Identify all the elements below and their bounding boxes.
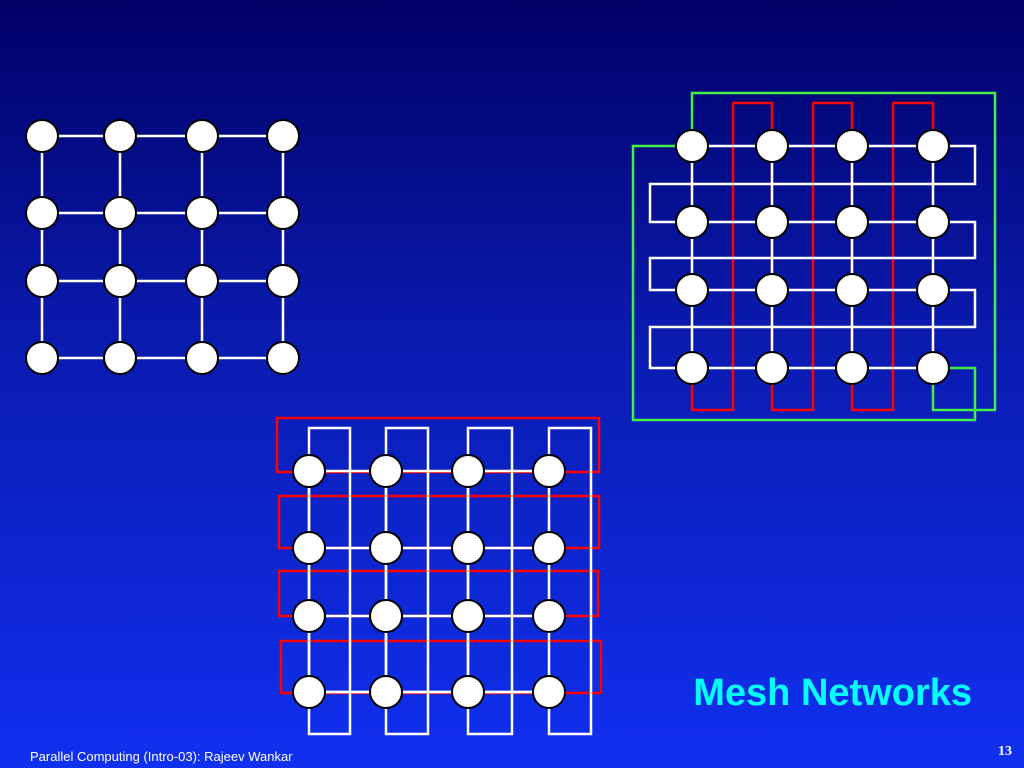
- plain-mesh-nodes: [25, 119, 300, 375]
- mesh-node: [916, 205, 950, 239]
- mesh-node: [185, 119, 219, 153]
- mesh-node: [675, 205, 709, 239]
- plain-mesh-diagram: [25, 119, 300, 375]
- mesh-node: [835, 129, 869, 163]
- page-number: 13: [998, 744, 1012, 759]
- mesh-node: [835, 273, 869, 307]
- mesh-node: [185, 196, 219, 230]
- mesh-node: [25, 196, 59, 230]
- mesh-node: [675, 273, 709, 307]
- slide-title: Mesh Networks: [693, 672, 972, 714]
- mesh-node: [835, 205, 869, 239]
- mesh-node: [916, 273, 950, 307]
- mesh-node: [916, 129, 950, 163]
- plain-mesh-edges: [40, 134, 285, 360]
- mesh-node: [675, 351, 709, 385]
- white-serpentine-path: [648, 144, 977, 370]
- mesh-node: [25, 341, 59, 375]
- bottom-mesh-diagram: [275, 416, 603, 736]
- mesh-node: [532, 531, 566, 565]
- bottom-horizontal-edges: [309, 469, 549, 694]
- mesh-node: [103, 119, 137, 153]
- mesh-node: [532, 599, 566, 633]
- mesh-node: [292, 599, 326, 633]
- mesh-node: [755, 273, 789, 307]
- mesh-node: [25, 264, 59, 298]
- mesh-node: [675, 129, 709, 163]
- mesh-node: [755, 351, 789, 385]
- mesh-node: [369, 599, 403, 633]
- mesh-node: [266, 264, 300, 298]
- mesh-node: [185, 264, 219, 298]
- mesh-node: [451, 599, 485, 633]
- top-right-mesh-diagram: [631, 91, 997, 422]
- mesh-node: [916, 351, 950, 385]
- mesh-node: [103, 264, 137, 298]
- mesh-node: [451, 454, 485, 488]
- mesh-node: [369, 454, 403, 488]
- mesh-node: [532, 454, 566, 488]
- mesh-node: [755, 205, 789, 239]
- red-serpentine-path: [690, 101, 935, 412]
- bottom-vertical-edges: [307, 471, 551, 692]
- mesh-node: [103, 341, 137, 375]
- footer-text: Parallel Computing (Intro-03): Rajeev Wa…: [30, 749, 293, 764]
- mesh-node: [266, 341, 300, 375]
- mesh-node: [25, 119, 59, 153]
- mesh-node: [292, 675, 326, 709]
- mesh-node: [292, 531, 326, 565]
- mesh-node: [103, 196, 137, 230]
- mesh-node: [266, 196, 300, 230]
- top-right-mesh-nodes: [675, 129, 950, 385]
- mesh-node: [451, 675, 485, 709]
- bottom-mesh-nodes: [292, 454, 566, 709]
- mesh-node: [292, 454, 326, 488]
- mesh-node: [369, 675, 403, 709]
- mesh-node: [755, 129, 789, 163]
- mesh-node: [835, 351, 869, 385]
- mesh-node: [185, 341, 219, 375]
- top-right-vertical-edges: [690, 146, 935, 368]
- mesh-node: [532, 675, 566, 709]
- mesh-node: [369, 531, 403, 565]
- mesh-node: [266, 119, 300, 153]
- mesh-node: [451, 531, 485, 565]
